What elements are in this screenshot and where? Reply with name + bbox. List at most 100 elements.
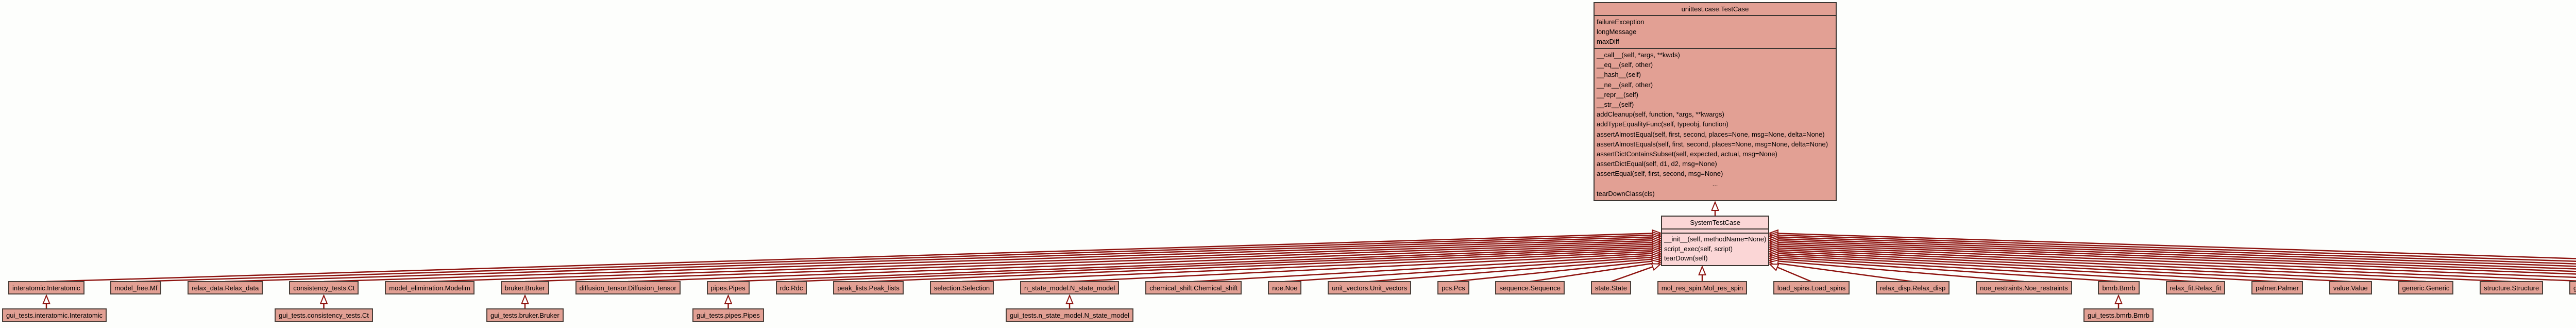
subclass-box: pipes.Pipes — [706, 281, 750, 294]
subclass-box: sequence.Sequence — [1495, 281, 1565, 294]
method-row: __ne__(self, other) — [1597, 80, 1653, 89]
inheritance-arrow — [1770, 255, 2278, 283]
inheritance-arrow — [1770, 260, 2024, 283]
inheritance-arrow — [1369, 258, 1660, 283]
inheritance-arrow — [1770, 258, 2119, 283]
subclass-box: load_spins.Load_spins — [1773, 281, 1850, 294]
subclass-box: model_free.Mf — [110, 281, 162, 294]
subclass-box: relax_data.Relax_data — [188, 281, 263, 294]
inheritance-arrow — [1530, 262, 1661, 283]
method-row: tearDown(self) — [1664, 254, 1708, 262]
method-row: addCleanup(self, function, *args, **kwar… — [1597, 110, 1724, 119]
inheritance-arrow — [1770, 233, 2576, 259]
subclass-box: generic.Generic — [2398, 281, 2454, 294]
inheritance-arrow — [1770, 244, 2576, 275]
inheritance-arrow — [1193, 255, 1661, 283]
method-row: __init__(self, methodName=None) — [1664, 235, 1767, 243]
subclass-box: pcs.Pcs — [1437, 281, 1469, 294]
inheritance-arrow — [1770, 248, 2576, 282]
subclass-box: value.Value — [2329, 281, 2372, 294]
inheritance-arrow — [135, 235, 1661, 283]
subclass-box: diffusion_tensor.Diffusion_tensor — [575, 281, 681, 294]
subclass-box: selection.Selection — [929, 281, 994, 294]
inheritance-arrow — [628, 244, 1660, 283]
inheritance-arrow — [1770, 251, 2427, 283]
method-row: tearDownClass(cls) — [1597, 189, 1655, 198]
child-class-box: gui_tests.bruker.Bruker — [486, 308, 564, 322]
subclass-box: mol_res_spin.Mol_res_spin — [1657, 281, 1748, 294]
inheritance-arrow — [728, 246, 1661, 283]
inheritance-arrow — [46, 233, 1660, 283]
system-class-methods: __init__(self, methodName=None)script_ex… — [1662, 234, 1768, 265]
attribute-row: failureException — [1597, 18, 1645, 26]
inheritance-arrow — [1611, 264, 1660, 283]
inheritance-arrow — [1770, 235, 2576, 262]
method-row: __hash__(self) — [1597, 71, 1641, 79]
subclass-box: interatomic.Interatomic — [8, 281, 84, 294]
method-row: __eq__(self, other) — [1597, 61, 1653, 69]
child-class-box: gui_tests.consistency_tests.Ct — [275, 308, 373, 322]
inheritance-arrow — [1770, 250, 2512, 283]
inheritance-arrow — [868, 250, 1661, 283]
subclass-row: interatomic.Interatomic model_free.Mf rela… — [8, 281, 2576, 294]
inheritance-arrow — [1770, 239, 2576, 267]
inheritance-arrow — [961, 251, 1660, 283]
subclass-box: bruker.Bruker — [500, 281, 549, 294]
inheritance-arrow — [1770, 257, 2196, 283]
method-row: script_exec(self, script) — [1664, 244, 1733, 253]
system-test-case-box: SystemTestCase __init__(self, methodName… — [1661, 216, 1770, 266]
inheritance-arrow — [1770, 246, 2576, 278]
method-row: addTypeEqualityFunc(self, typeobj, funct… — [1597, 120, 1728, 128]
inheritance-arrow — [1770, 263, 1812, 283]
subclass-box: chemical_shift.Chemical_shift — [1145, 281, 1242, 294]
inheritance-arrow — [1770, 262, 1913, 283]
base-class-methods: __call__(self, *args, **kwds) __eq__(self… — [1595, 49, 1836, 200]
base-class-attributes: failureException longMessage maxDiff — [1595, 16, 1836, 49]
subclass-box: palmer.Palmer — [2251, 281, 2303, 294]
method-row: assertDictEqual(self, d1, d2, msg=None) — [1597, 160, 1717, 168]
subclass-box: grace.Grace — [2569, 281, 2576, 294]
inheritance-arrow — [324, 239, 1661, 283]
method-row: __repr__(self) — [1597, 90, 1638, 99]
subclass-box: noe_restraints.Noe_restraints — [1976, 281, 2072, 294]
subclass-box: relax_fit.Relax_fit — [2165, 281, 2226, 294]
base-class-name: unittest.case.TestCase — [1595, 3, 1836, 16]
method-row: assertEqual(self, first, second, msg=Non… — [1597, 170, 1723, 178]
method-row: ... — [1712, 179, 1718, 188]
subclass-box: consistency_tests.Ct — [289, 281, 359, 294]
system-class-name: SystemTestCase — [1662, 217, 1769, 229]
subclass-box: model_elimination.Modelim — [385, 281, 474, 294]
subclass-box: structure.Structure — [2480, 281, 2544, 294]
method-row: assertDictContainsSubset(self, expected,… — [1597, 150, 1777, 158]
method-row: assertAlmostEqual(self, first, second, p… — [1597, 130, 1825, 138]
child-class-box: gui_tests.interatomic.Interatomic — [2, 308, 107, 322]
subclass-box: relax_disp.Relax_disp — [1876, 281, 1950, 294]
child-class-box: gui_tests.bmrb.Bmrb — [2083, 308, 2154, 322]
subclass-box: bmrb.Bmrb — [2098, 281, 2140, 294]
child-class-box: gui_tests.pipes.Pipes — [692, 308, 764, 322]
inheritance-arrow — [225, 237, 1660, 283]
subclass-box: rdc.Rdc — [775, 281, 807, 294]
inheritance-arrow — [1770, 240, 2576, 270]
inheritance-arrow — [1770, 242, 2576, 272]
base-class-box: unittest.case.TestCase failureException l… — [1594, 2, 1837, 202]
inheritance-arrow — [1770, 253, 2351, 283]
inheritance-arrow — [1770, 237, 2576, 265]
attribute-row: longMessage — [1597, 28, 1637, 36]
subclass-box: unit_vectors.Unit_vectors — [1328, 281, 1412, 294]
method-row: assertAlmostEquals(self, first, second, … — [1597, 140, 1828, 148]
subclass-box: n_state_model.N_state_model — [1020, 281, 1120, 294]
subclass-box: noe.Noe — [1268, 281, 1302, 294]
inheritance-arrow — [1453, 260, 1660, 283]
method-row: __str__(self) — [1597, 101, 1634, 109]
inheritance-arrow — [524, 242, 1660, 283]
method-row: __call__(self, *args, **kwds) — [1597, 51, 1680, 59]
child-class-box: gui_tests.n_state_model.N_state_model — [1006, 308, 1133, 322]
inheritance-arrow — [1284, 257, 1661, 283]
subclass-box: state.State — [1590, 281, 1631, 294]
attribute-row: maxDiff — [1597, 38, 1619, 45]
inheritance-arrow — [791, 248, 1661, 283]
system-class-attributes — [1662, 229, 1769, 234]
